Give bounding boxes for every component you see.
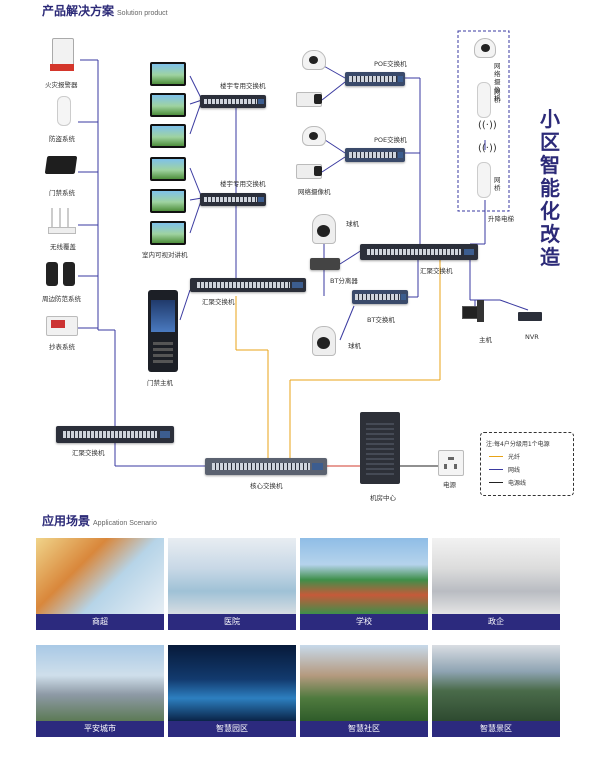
legend-power-swatch [489,482,503,483]
elevator-camera-icon [474,38,496,58]
host-pc-icon [462,300,484,326]
scenario-card-smart-park[interactable]: 智慧园区 [168,645,296,737]
scenario-label: 智慧社区 [300,721,428,737]
agg-switch-mid-label: 汇聚交换机 [202,298,235,306]
agg-switch-left [56,426,174,443]
router-icon [48,208,76,234]
ptz-camera-icon [312,214,336,244]
nvr-label: NVR [525,333,539,341]
scenario-label: 商超 [36,614,164,630]
bridge-icon [477,82,491,118]
building-switch-1-label: 楼宇专用交换机 [220,82,266,90]
intercom-screen [150,124,186,148]
indoor-intercom-label: 室内可视对讲机 [142,251,188,259]
wireless-signal-icon: ((·)) [478,143,497,154]
elevator-bridge-2-label: 网桥 [494,176,501,192]
scenario-card-safe-city[interactable]: 平安城市 [36,645,164,737]
bt-splitter-label: BT分离器 [330,277,358,285]
access-control-icon [44,156,78,174]
wifi-label: 无线覆盖 [50,243,76,251]
elevator-camera-label: 网络摄像机 [494,62,501,102]
meter-icon [46,316,78,336]
scenario-label: 平安城市 [36,721,164,737]
scenario-card-government[interactable]: 政企 [432,538,560,630]
solution-title: 产品解决方案 [42,4,115,18]
poe-switch-1-label: POE交换机 [374,60,407,68]
building-switch-1 [200,95,266,108]
legend: 注:每4户分级用1个电源 光纤 网线 电源线 [480,432,574,496]
poe-switch-2 [345,148,405,162]
core-switch-label: 核心交换机 [250,482,283,490]
ball-camera-2-label: 球机 [348,342,361,350]
side-title: 小区智能化改造 [540,107,560,269]
building-switch-2-label: 楼宇专用交换机 [220,180,266,188]
intercom-screen [150,221,186,245]
bt-switch [352,290,408,304]
legend-power-label: 电源线 [508,480,527,487]
scenario-label: 政企 [432,614,560,630]
intercom-screen [150,62,186,86]
elevator-bridge-1-label: 网桥 [494,88,501,104]
scenario-card-supermarket[interactable]: 商超 [36,538,164,630]
scenario-label: 学校 [300,614,428,630]
dome-camera-icon [302,126,326,146]
building-switch-2 [200,193,266,206]
scenario-card-smart-community[interactable]: 智慧社区 [300,645,428,737]
intercom-screen [150,157,186,181]
server-room-label: 机房中心 [370,494,396,502]
legend-note: 注:每4户分级用1个电源 [486,441,550,448]
access-control-label: 门禁系统 [49,189,75,197]
legend-network-swatch [489,469,503,470]
legend-network-label: 网线 [508,467,521,474]
meter-label: 抄表系统 [49,343,75,351]
agg-switch-left-label: 汇聚交换机 [72,449,105,457]
ball-camera-1-label: 球机 [346,220,359,228]
network-camera-label: 网络摄像机 [298,188,331,196]
fire-alarm-label: 火灾报警器 [45,81,78,89]
scenario-label: 智慧园区 [168,721,296,737]
bullet-camera-icon [296,164,322,179]
legend-fiber-label: 光纤 [508,454,521,461]
door-host-label: 门禁主机 [147,379,173,387]
wireless-signal-icon: ((·)) [478,120,497,131]
nvr-device-icon [518,312,542,321]
perimeter-sensor-icon [46,262,76,286]
bullet-camera-icon [296,92,322,107]
agg-switch-right-label: 汇聚交换机 [420,267,453,275]
legend-fiber-swatch [489,456,503,457]
intercom-screen [150,93,186,117]
host-label: 主机 [479,336,492,344]
scenario-card-hospital[interactable]: 医院 [168,538,296,630]
ptz-camera-icon [312,326,336,356]
door-host-device [148,290,178,372]
bt-splitter-device [310,258,340,270]
scenario-card-school[interactable]: 学校 [300,538,428,630]
agg-switch-right [360,244,478,260]
dome-camera-icon [302,50,326,70]
anti-theft-label: 防盗系统 [49,135,75,143]
power-outlet-icon [438,450,464,476]
scenario-card-smart-scenic[interactable]: 智慧景区 [432,645,560,737]
scenario-title: 应用场景 [42,514,91,528]
bridge-icon [477,162,491,198]
poe-switch-2-label: POE交换机 [374,136,407,144]
intercom-screen [150,189,186,213]
scenario-label: 智慧景区 [432,721,560,737]
solution-subtitle: Solution product [117,10,168,17]
agg-switch-mid [190,278,306,292]
scenario-label: 医院 [168,614,296,630]
scenario-subtitle: Application Scenario [93,520,157,527]
server-rack-icon [360,412,400,484]
power-label: 电源 [443,481,456,489]
perimeter-label: 周边防范系统 [42,295,81,303]
bt-switch-label: BT交换机 [367,316,395,324]
core-switch [205,458,327,475]
motion-sensor-icon [57,96,71,126]
poe-switch-1 [345,72,405,86]
fire-alarm-icon [50,38,74,72]
elevator-label: 升降电梯 [488,215,514,223]
